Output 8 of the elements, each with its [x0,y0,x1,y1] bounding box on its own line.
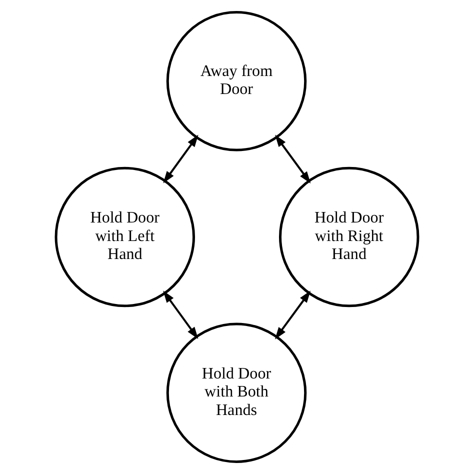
arrow [275,134,311,184]
node-circle: Hold Door with Both Hands [166,322,307,463]
node-circle: Hold Door with Left Hand [54,166,196,308]
arrow [274,290,311,340]
node-circle: Away from Door [166,11,307,152]
arrow [163,290,198,340]
arrow [163,134,198,184]
node-circle: Hold Door with Right Hand [278,166,420,308]
